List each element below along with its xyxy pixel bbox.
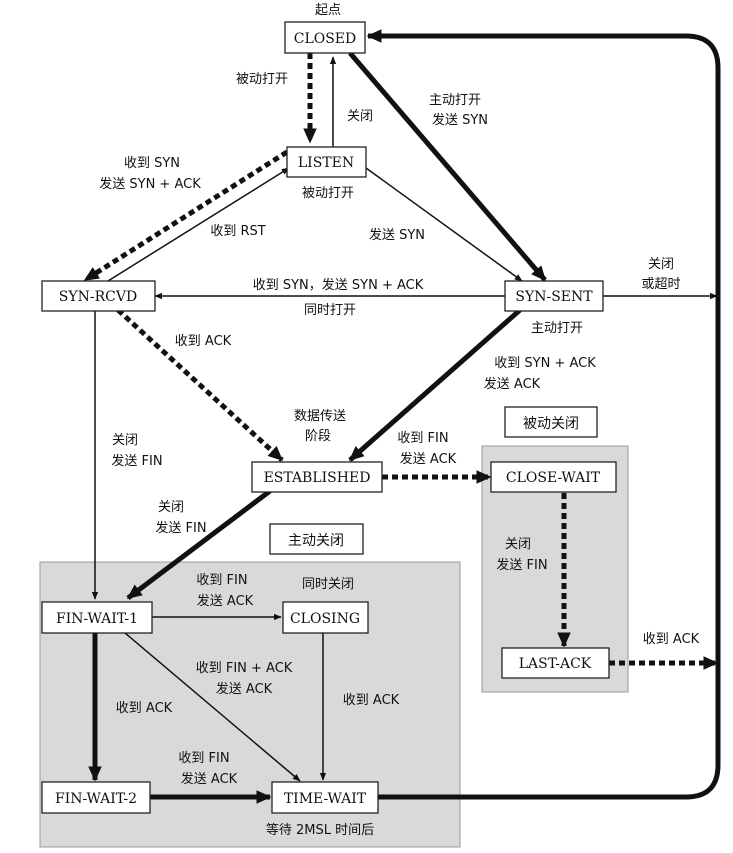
label-recv-ack-2: 收到 ACK	[643, 632, 700, 647]
label-recv-ack-1: 收到 ACK	[175, 334, 232, 349]
edge-synrcvd-established	[116, 308, 284, 462]
state-syn-rcvd: SYN-RCVD	[41, 280, 156, 312]
label-close-sendfin-b2: 发送 FIN	[155, 520, 206, 536]
state-close-wait: CLOSE-WAIT	[490, 461, 617, 493]
active-close-title: 主动关闭	[288, 533, 344, 549]
label-recv-synack-2: 发送 ACK	[484, 376, 541, 392]
label-send-ack-1: 发送 ACK	[400, 451, 457, 467]
label-send-syn-1: 发送 SYN	[432, 112, 488, 128]
label-close-1: 关闭	[347, 109, 373, 124]
label-recv-fin-1: 收到 FIN	[397, 431, 448, 446]
edge-finwait1-timewait	[124, 632, 301, 782]
label-recv-fin-2: 收到 FIN	[196, 573, 247, 588]
label-close-sendfin-c2: 发送 FIN	[496, 557, 547, 573]
state-fin-wait-1: FIN-WAIT-1	[41, 601, 153, 634]
label-start: 起点	[315, 3, 341, 18]
label-passive-open-2: 被动打开	[302, 186, 354, 201]
state-established-label: ESTABLISHED	[264, 470, 371, 486]
label-close-or-timeout-2: 或超时	[641, 277, 680, 292]
passive-close-title: 被动关闭	[523, 416, 579, 432]
edge-listen-synrcvd	[83, 149, 289, 283]
label-close-sendfin-b1: 关闭	[158, 500, 184, 515]
edge-established-finwait1	[126, 489, 272, 600]
label-data-transfer-1: 数据传送	[294, 409, 346, 424]
label-active-open-1: 主动打开	[429, 93, 481, 108]
label-data-transfer-2: 阶段	[305, 429, 331, 444]
state-fin-wait-2: FIN-WAIT-2	[41, 781, 151, 814]
label-send-ack-2: 发送 ACK	[197, 593, 254, 609]
state-fin-wait-2-label: FIN-WAIT-2	[55, 791, 137, 807]
edge-listen-synsent	[365, 167, 523, 282]
state-syn-sent-label: SYN-SENT	[515, 289, 593, 305]
state-listen: LISTEN	[286, 146, 367, 178]
state-closed: CLOSED	[284, 21, 366, 54]
state-last-ack: LAST-ACK	[501, 647, 610, 679]
passive-close-title-box	[504, 406, 598, 438]
state-time-wait: TIME-WAIT	[271, 781, 379, 814]
state-last-ack-label: LAST-ACK	[519, 656, 592, 672]
label-wait-2msl: 等待 2MSL 时间后	[266, 822, 374, 838]
label-recv-finack-1: 收到 FIN + ACK	[196, 661, 293, 676]
label-active-open-2: 主动打开	[531, 321, 583, 336]
edge-synrcvd-listen	[107, 167, 290, 282]
state-syn-sent: SYN-SENT	[504, 280, 604, 312]
state-established: ESTABLISHED	[251, 461, 383, 493]
state-time-wait-label: TIME-WAIT	[284, 791, 367, 807]
label-simul-open: 同时打开	[304, 303, 356, 318]
label-simul-close: 同时关闭	[302, 577, 354, 592]
active-close-title-box	[269, 523, 364, 555]
edge-synsent-established	[348, 308, 522, 462]
state-fin-wait-1-label: FIN-WAIT-1	[56, 611, 138, 627]
label-send-syn-2: 发送 SYN	[369, 227, 425, 243]
edge-timewait-closed-loop	[366, 29, 721, 800]
label-close-sendfin-a1: 关闭	[112, 433, 138, 448]
label-simul-recv: 收到 SYN，发送 SYN + ACK	[253, 277, 424, 293]
state-closing: CLOSING	[282, 601, 369, 634]
label-recv-finack-2: 发送 ACK	[216, 681, 273, 697]
label-recv-fin-3: 收到 FIN	[178, 751, 229, 766]
label-send-ack-3: 发送 ACK	[181, 771, 238, 787]
state-closed-label: CLOSED	[294, 31, 357, 47]
label-recv-ack-3: 收到 ACK	[343, 693, 400, 708]
state-syn-rcvd-label: SYN-RCVD	[59, 289, 137, 305]
state-closing-label: CLOSING	[290, 611, 360, 627]
label-recv-ack-4: 收到 ACK	[116, 701, 173, 716]
label-recv-synack-1: 收到 SYN + ACK	[494, 356, 596, 371]
label-close-sendfin-c1: 关闭	[505, 537, 531, 552]
label-passive-open-1: 被动打开	[236, 72, 288, 87]
state-close-wait-label: CLOSE-WAIT	[506, 470, 601, 486]
state-listen-label: LISTEN	[298, 155, 354, 171]
label-recv-syn: 收到 SYN	[124, 156, 180, 171]
label-close-or-timeout-1: 关闭	[648, 257, 674, 272]
label-recv-rst: 收到 RST	[210, 224, 265, 239]
label-send-syn-ack: 发送 SYN + ACK	[99, 176, 201, 192]
edge-closed-synsent	[348, 51, 547, 282]
label-close-sendfin-a2: 发送 FIN	[111, 453, 162, 469]
